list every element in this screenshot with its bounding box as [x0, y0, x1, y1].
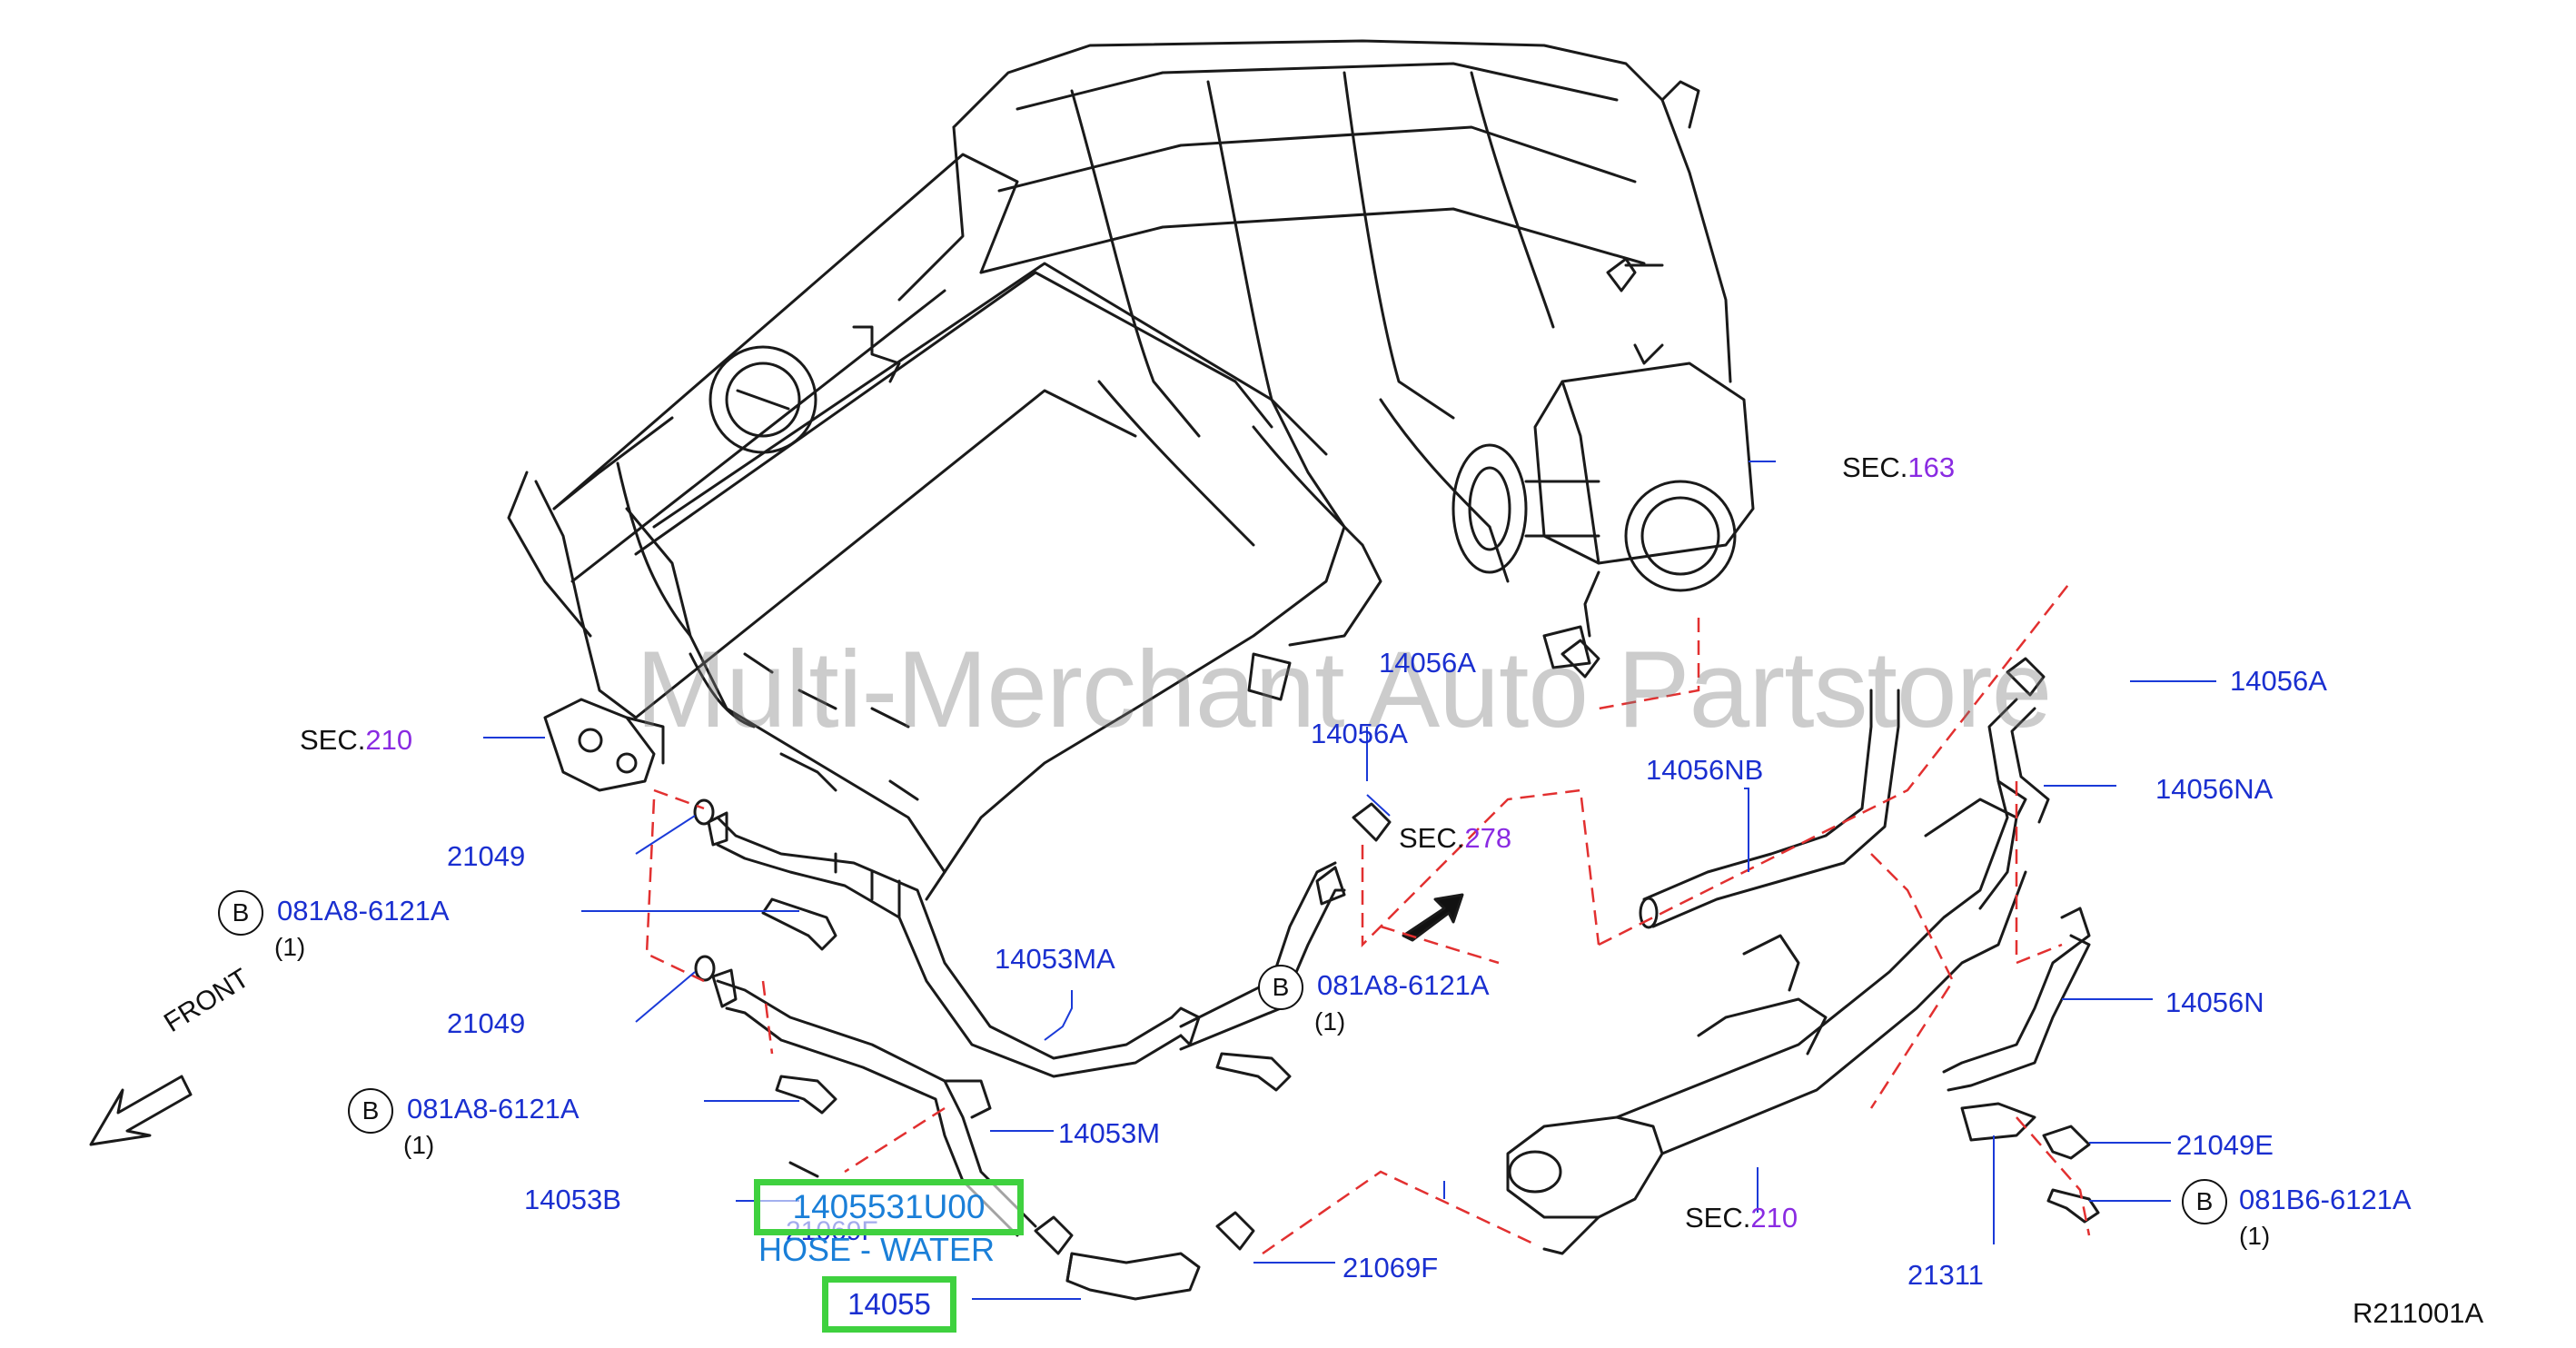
clamps-drawing: [1034, 639, 2046, 1255]
part-14056n[interactable]: 14056N: [2165, 986, 2264, 1018]
figure-code: R211001A: [2353, 1297, 2484, 1329]
part-081a8-bolt-3[interactable]: 081A8-6121A: [407, 1093, 580, 1125]
water-outlet-left-drawing: [543, 698, 665, 792]
bolt-badge-2: B: [1258, 965, 1303, 1010]
sec-210-right-label[interactable]: SEC.210: [1685, 1202, 1798, 1234]
hose-14055-drawing: [1065, 1252, 1201, 1301]
qty-bolt-3: (1): [403, 1131, 435, 1159]
selected-part-number: 1405531U00: [792, 1188, 986, 1225]
dashed-connectors: [645, 580, 2091, 1255]
water-pipe-14053ma: [707, 811, 1346, 1078]
water-outlet-right-drawing: [1506, 779, 2027, 1255]
bolt-badge-3: B: [348, 1088, 393, 1134]
selected-part-highlight[interactable]: 1405531U00: [754, 1179, 1024, 1235]
part-081b6-bolt[interactable]: 081B6-6121A: [2239, 1184, 2412, 1215]
part-081a8-bolt-2[interactable]: 081A8-6121A: [1317, 969, 1490, 1001]
part-14056a-upper[interactable]: 14056A: [1379, 647, 1476, 679]
part-14053m[interactable]: 14053M: [1058, 1117, 1161, 1149]
selected-part-description: HOSE - WATER: [758, 1231, 995, 1268]
part-21311[interactable]: 21311: [1907, 1259, 1984, 1291]
part-14053ma[interactable]: 14053MA: [995, 943, 1115, 975]
sec-278-label[interactable]: SEC.278: [1399, 822, 1512, 854]
part-081a8-bolt-1[interactable]: 081A8-6121A: [277, 895, 450, 927]
qty-bolt-2: (1): [1314, 1007, 1346, 1036]
bolts-drawing: [761, 897, 2100, 1224]
sec-210-left-label[interactable]: SEC.210: [300, 724, 413, 756]
bracket-21311-drawing: [1960, 1102, 2091, 1160]
o-ring-lower: [694, 955, 716, 982]
part-21049-lower[interactable]: 21049: [447, 1007, 526, 1039]
part-14056a-middle[interactable]: 14056A: [1311, 718, 1408, 749]
bolt-badge-1: B: [218, 890, 263, 936]
part-21049e[interactable]: 21049E: [2176, 1129, 2274, 1161]
part-21069f[interactable]: 21069F: [1342, 1252, 1439, 1284]
watermark: Multi-Merchant Auto Partstore: [636, 629, 2052, 750]
o-ring-upper: [693, 798, 715, 826]
sec-163-label[interactable]: SEC.163: [1842, 451, 1956, 483]
qty-bolt-1: (1): [274, 933, 306, 961]
part-14056na[interactable]: 14056NA: [2155, 773, 2274, 805]
part-14056nb[interactable]: 14056NB: [1646, 754, 1764, 786]
hose-14056nb-drawing: [1639, 689, 1900, 929]
part-14053b[interactable]: 14053B: [524, 1184, 621, 1215]
hose-14056n-drawing: [1942, 907, 2091, 1092]
part-14055-highlight[interactable]: 14055: [822, 1276, 956, 1333]
engine-block-drawing: [507, 153, 1346, 901]
part-14055: 14055: [847, 1287, 931, 1321]
bolt-badge-4: B: [2182, 1179, 2227, 1224]
part-14056a-right[interactable]: 14056A: [2230, 665, 2327, 697]
front-arrow-icon: [89, 1075, 193, 1146]
throttle-body-drawing: [1451, 343, 1755, 669]
water-pipe-14053m: [711, 968, 1037, 1237]
intake-manifold-drawing: [897, 39, 1732, 647]
sec278-arrow-icon: [1402, 893, 1464, 942]
leader-lines: [483, 461, 2216, 1300]
part-21049-upper[interactable]: 21049: [447, 840, 526, 872]
qty-bolt-4: (1): [2239, 1222, 2271, 1250]
